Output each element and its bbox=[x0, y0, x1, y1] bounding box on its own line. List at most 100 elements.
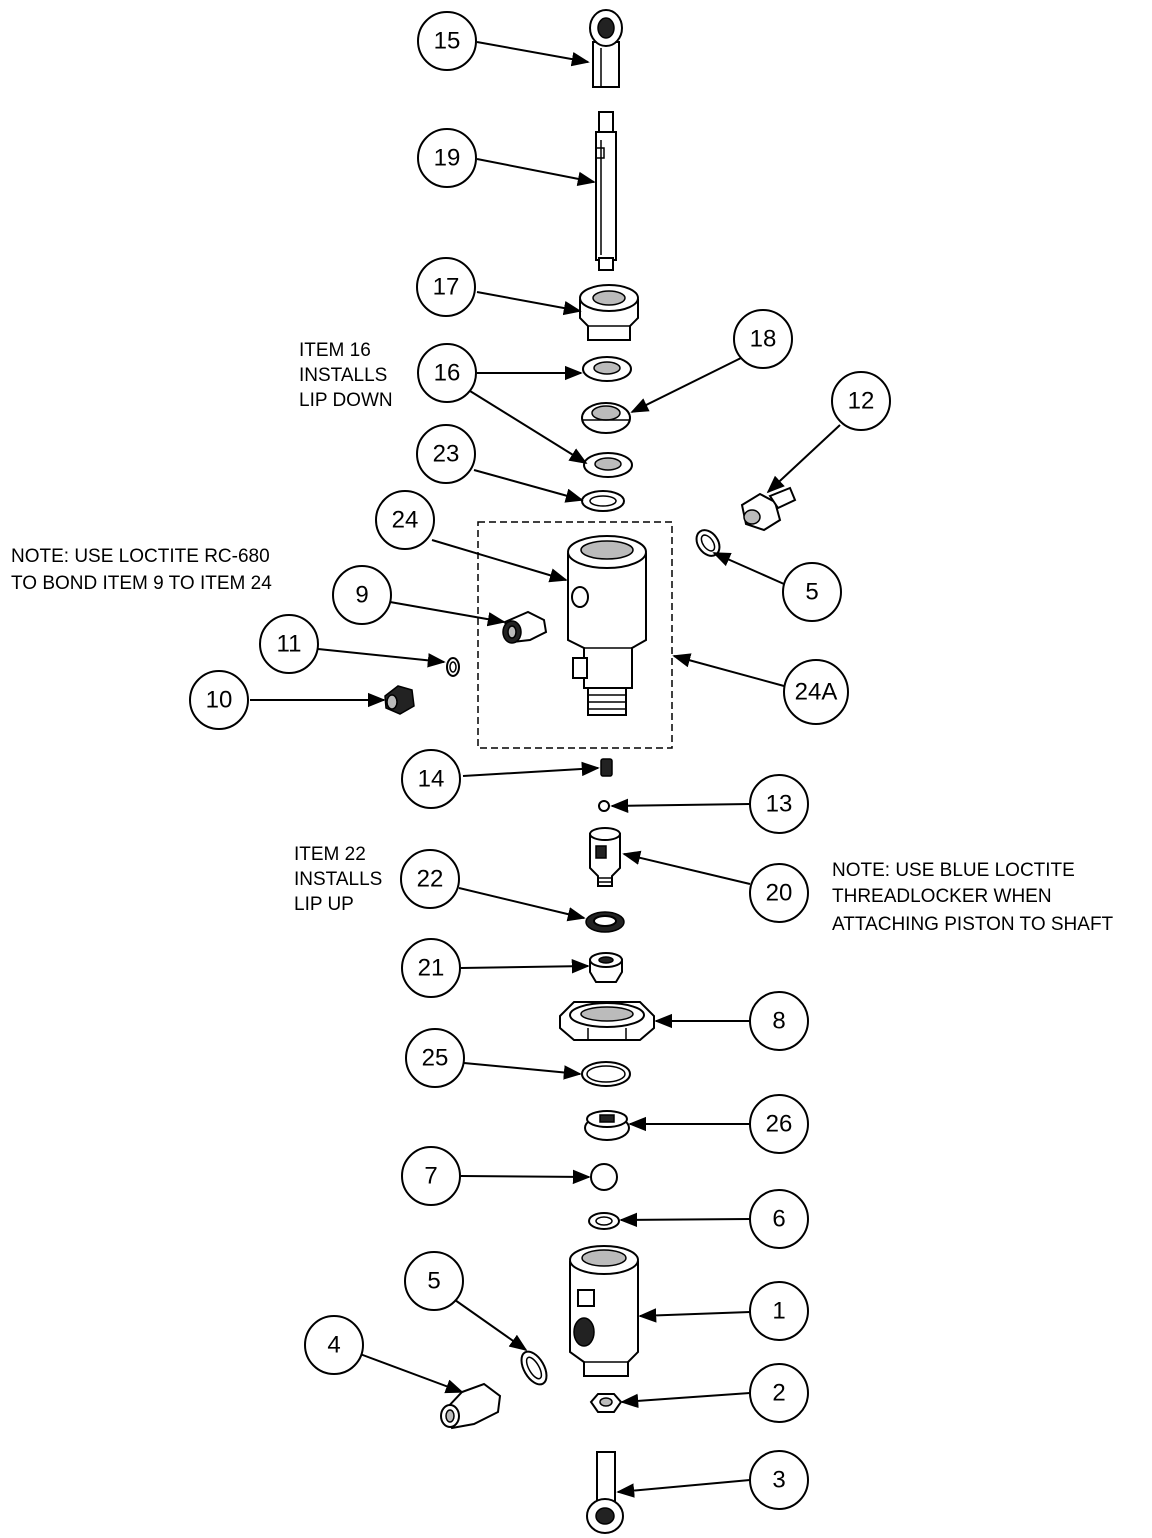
leader-11 bbox=[317, 648, 446, 668]
leader-2 bbox=[620, 1392, 751, 1409]
part-8-hex-nut bbox=[559, 1001, 655, 1041]
note-item16-line2: INSTALLS bbox=[299, 365, 387, 386]
note-blue-loctite-line1: NOTE: USE BLUE LOCTITE bbox=[832, 860, 1075, 881]
balloon-8-label: 8 bbox=[772, 1008, 785, 1035]
balloon-13: 13 bbox=[749, 774, 809, 834]
note-item16: ITEM 16 INSTALLS LIP DOWN bbox=[299, 340, 393, 411]
balloons: 15 19 17 1 8 16 12 23 24 5 9 11 10 24A 14… bbox=[189, 11, 891, 1510]
balloon-24: 24 bbox=[375, 490, 435, 550]
leader-12 bbox=[766, 424, 841, 494]
leader-15 bbox=[476, 41, 590, 67]
leader-21 bbox=[460, 959, 590, 974]
balloon-24A: 24A bbox=[783, 659, 849, 725]
part-16-lower-seal bbox=[583, 452, 633, 478]
balloon-15: 15 bbox=[417, 11, 477, 71]
balloon-21: 21 bbox=[401, 938, 461, 998]
part-6-washer bbox=[588, 1212, 620, 1230]
part-11-small-oring bbox=[446, 657, 460, 677]
leader-14 bbox=[462, 761, 600, 777]
balloon-20: 20 bbox=[749, 863, 809, 923]
balloon-12-label: 12 bbox=[848, 388, 875, 415]
balloon-16-label: 16 bbox=[434, 360, 461, 387]
note-item22-line2: INSTALLS bbox=[294, 869, 382, 890]
balloon-1-label: 1 bbox=[772, 1298, 785, 1325]
note-blue-loctite-line3: ATTACHING PISTON TO SHAFT bbox=[832, 914, 1114, 935]
balloon-24-label: 24 bbox=[392, 507, 419, 534]
part-1-housing bbox=[569, 1245, 639, 1377]
balloon-17: 17 bbox=[416, 257, 476, 317]
balloon-25: 25 bbox=[405, 1028, 465, 1088]
part-13-ball bbox=[598, 800, 610, 812]
balloon-5-upper-label: 5 bbox=[805, 579, 818, 606]
balloon-19: 19 bbox=[417, 128, 477, 188]
note-loctite-rc680-line1: NOTE: USE LOCTITE RC-680 bbox=[11, 546, 270, 567]
part-26-valve-seat bbox=[584, 1110, 630, 1141]
part-17-gland-nut bbox=[579, 284, 639, 341]
part-2-nut bbox=[589, 1393, 623, 1413]
balloon-11-label: 11 bbox=[277, 631, 302, 658]
part-5-oring-lower bbox=[520, 1350, 548, 1386]
balloon-8: 8 bbox=[749, 991, 809, 1051]
balloon-5-lower: 5 bbox=[404, 1251, 464, 1311]
balloon-11: 11 bbox=[259, 614, 319, 674]
part-14-set-screw bbox=[600, 758, 613, 777]
balloon-6: 6 bbox=[749, 1189, 809, 1249]
balloon-10-label: 10 bbox=[206, 687, 233, 714]
balloon-23: 23 bbox=[416, 424, 476, 484]
leader-24 bbox=[431, 539, 568, 583]
leader-20 bbox=[622, 850, 751, 885]
balloon-20-label: 20 bbox=[766, 880, 793, 907]
balloon-14: 14 bbox=[401, 749, 461, 809]
leader-23 bbox=[473, 469, 584, 503]
leader-24A bbox=[672, 653, 785, 687]
leader-6 bbox=[619, 1212, 751, 1228]
note-item22-line3: LIP UP bbox=[294, 894, 354, 915]
balloon-3-label: 3 bbox=[772, 1467, 785, 1494]
balloon-26: 26 bbox=[749, 1094, 809, 1154]
balloon-10: 10 bbox=[189, 670, 249, 730]
balloon-19-label: 19 bbox=[434, 145, 461, 172]
part-16-upper-seal bbox=[582, 356, 632, 382]
note-item22-line1: ITEM 22 bbox=[294, 844, 366, 865]
part-7-ball bbox=[590, 1163, 618, 1191]
balloon-7: 7 bbox=[401, 1146, 461, 1206]
balloon-23-label: 23 bbox=[433, 441, 460, 468]
leader-3 bbox=[616, 1479, 751, 1498]
part-24-cylinder-body bbox=[567, 535, 647, 716]
part-19-shaft bbox=[595, 111, 617, 271]
balloon-3: 3 bbox=[749, 1450, 809, 1510]
part-15-rod-end bbox=[589, 9, 623, 88]
note-item16-line3: LIP DOWN bbox=[299, 390, 393, 411]
balloon-22-label: 22 bbox=[417, 866, 444, 893]
balloon-15-label: 15 bbox=[434, 28, 461, 55]
balloon-7-label: 7 bbox=[424, 1163, 437, 1190]
balloon-1: 1 bbox=[749, 1281, 809, 1341]
part-21-bushing bbox=[589, 952, 623, 983]
part-20-piston bbox=[589, 827, 621, 887]
leader-5-upper bbox=[712, 552, 785, 585]
note-blue-loctite: NOTE: USE BLUE LOCTITE THREADLOCKER WHEN… bbox=[832, 860, 1114, 935]
balloon-12: 12 bbox=[831, 371, 891, 431]
leader-9 bbox=[389, 601, 506, 627]
leader-7 bbox=[460, 1169, 591, 1185]
part-4-fitting bbox=[440, 1382, 502, 1430]
balloon-25-label: 25 bbox=[422, 1045, 449, 1072]
balloon-4: 4 bbox=[304, 1315, 364, 1375]
balloon-5-lower-label: 5 bbox=[427, 1268, 440, 1295]
balloon-22: 22 bbox=[400, 849, 460, 909]
part-25-oring bbox=[581, 1061, 631, 1087]
leader-lines bbox=[250, 41, 841, 1498]
balloon-17-label: 17 bbox=[433, 274, 460, 301]
part-23-washer bbox=[581, 490, 625, 512]
part-9-elbow-fitting bbox=[502, 610, 548, 644]
balloon-13-label: 13 bbox=[766, 791, 793, 818]
part-3-rod-end bbox=[586, 1451, 624, 1534]
leader-1 bbox=[638, 1308, 751, 1323]
part-12-grease-fitting bbox=[740, 486, 797, 532]
note-loctite-rc680: NOTE: USE LOCTITE RC-680 TO BOND ITEM 9 … bbox=[11, 546, 272, 594]
balloon-9: 9 bbox=[332, 565, 392, 625]
balloon-4-label: 4 bbox=[327, 1332, 340, 1359]
balloon-26-label: 26 bbox=[766, 1111, 793, 1138]
leader-22 bbox=[458, 887, 586, 922]
